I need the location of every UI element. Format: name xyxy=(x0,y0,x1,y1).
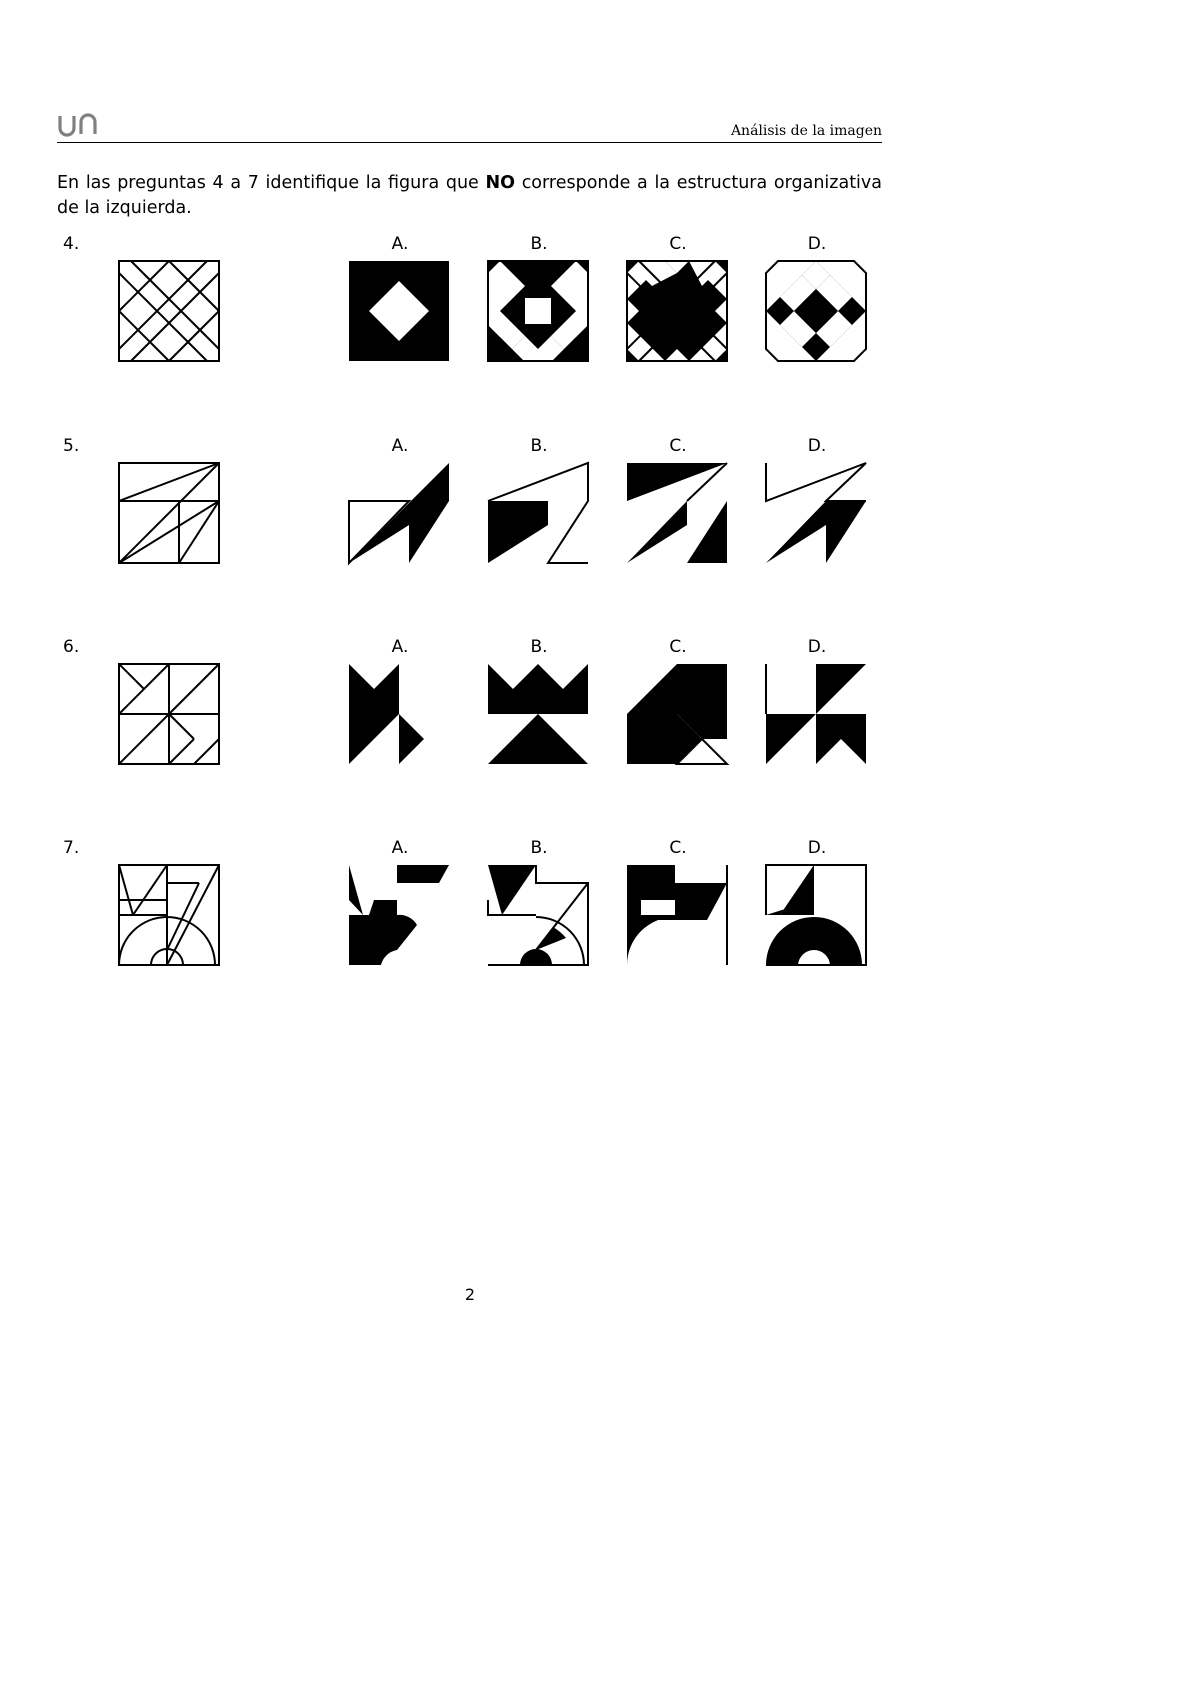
question-6: 6. A. B. C. D. xyxy=(0,637,1190,837)
question-7: 7. A. B. C. D. xyxy=(0,838,1190,1038)
option-label-d: D. xyxy=(807,234,827,254)
option-label-d: D. xyxy=(807,838,827,858)
option-d-figure[interactable] xyxy=(764,662,868,766)
option-label-c: C. xyxy=(669,436,687,456)
option-label-a: A. xyxy=(391,234,409,254)
option-b-figure[interactable] xyxy=(486,259,590,363)
question-4: 4. A. B. C. D. xyxy=(0,234,1190,434)
option-label-c: C. xyxy=(669,838,687,858)
option-label-b: B. xyxy=(530,436,548,456)
option-c-figure[interactable] xyxy=(625,461,729,565)
option-c-figure[interactable] xyxy=(625,662,730,766)
instructions: En las preguntas 4 a 7 identifique la fi… xyxy=(57,171,882,221)
option-label-d: D. xyxy=(807,637,827,657)
option-a-figure[interactable] xyxy=(347,863,451,967)
option-a-figure[interactable] xyxy=(347,662,451,766)
model-figure xyxy=(118,462,220,564)
option-a-figure[interactable] xyxy=(347,461,451,566)
page-header: Análisis de la imagen xyxy=(57,108,882,143)
header-title: Análisis de la imagen xyxy=(730,123,882,139)
question-5: 5. A. B. C. D. xyxy=(0,436,1190,636)
instructions-emphasis: NO xyxy=(485,173,516,193)
option-b-figure[interactable] xyxy=(486,662,590,766)
option-a-figure[interactable] xyxy=(347,259,451,363)
option-d-figure[interactable] xyxy=(764,259,868,363)
question-number: 5. xyxy=(63,436,80,456)
question-number: 4. xyxy=(63,234,80,254)
option-d-figure[interactable] xyxy=(764,461,868,565)
option-label-a: A. xyxy=(391,838,409,858)
question-number: 7. xyxy=(63,838,80,858)
model-figure xyxy=(118,663,220,765)
un-logo xyxy=(58,113,97,137)
option-label-a: A. xyxy=(391,637,409,657)
model-figure xyxy=(118,260,220,362)
option-b-figure[interactable] xyxy=(486,461,590,565)
option-label-b: B. xyxy=(530,234,548,254)
option-label-b: B. xyxy=(530,838,548,858)
instructions-part1: En las preguntas 4 a 7 identifique la fi… xyxy=(57,173,486,193)
option-b-figure[interactable] xyxy=(486,863,590,967)
page-number: 2 xyxy=(464,1285,476,1304)
option-c-figure[interactable] xyxy=(625,863,729,967)
option-label-c: C. xyxy=(669,637,687,657)
question-number: 6. xyxy=(63,637,80,657)
model-figure xyxy=(118,864,220,966)
option-c-figure[interactable] xyxy=(625,259,729,363)
option-label-a: A. xyxy=(391,436,409,456)
option-label-b: B. xyxy=(530,637,548,657)
instructions-part2: corresponde a la estructura organizativa… xyxy=(57,173,882,218)
option-d-figure[interactable] xyxy=(764,863,868,967)
option-label-c: C. xyxy=(669,234,687,254)
option-label-d: D. xyxy=(807,436,827,456)
